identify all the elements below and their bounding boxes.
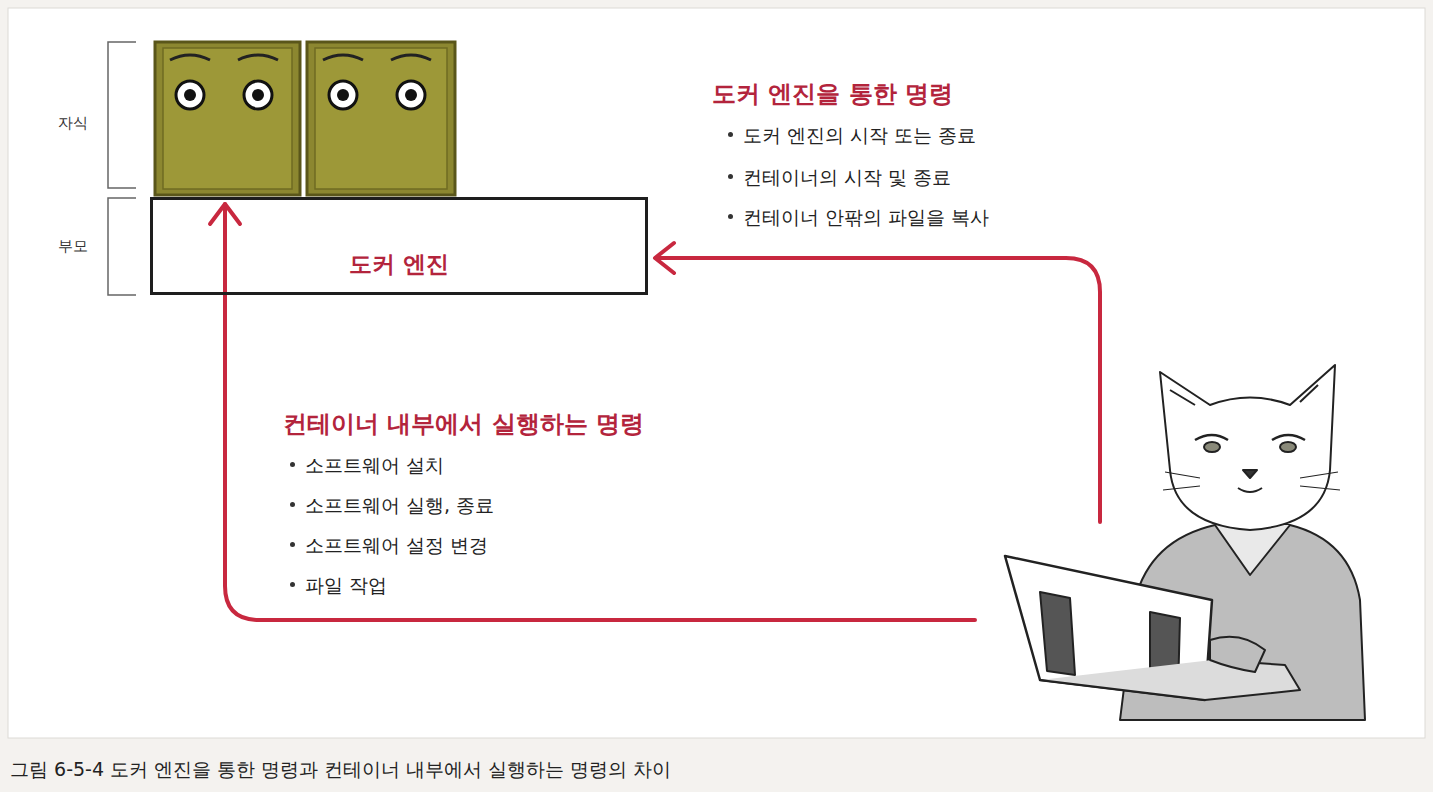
list-text: 소프트웨어 설정 변경 [305, 534, 488, 556]
bracket [108, 42, 136, 295]
bullet-dot [728, 174, 733, 179]
list-text: 컨테이너 안팎의 파일을 복사 [743, 206, 989, 228]
bracket-label: 자식 [58, 114, 88, 133]
bullet-dot [290, 502, 295, 507]
list-text: 컨테이너의 시작 및 종료 [743, 166, 951, 188]
bullet-dot [290, 542, 295, 547]
list-item: 파일 작업 [290, 574, 387, 598]
list-text: 도커 엔진의 시작 또는 종료 [743, 124, 976, 146]
command-arrow [210, 204, 1100, 620]
list-text: 소프트웨어 설치 [305, 454, 444, 476]
figure-caption: 그림 6-5-4 도커 엔진을 통한 명령과 컨테이너 내부에서 실행하는 명령… [10, 758, 671, 782]
container-figure [155, 42, 300, 195]
list-item: 소프트웨어 설치 [290, 454, 444, 478]
list-item: 소프트웨어 설정 변경 [290, 534, 488, 558]
list-text: 소프트웨어 실행, 종료 [305, 494, 494, 516]
list-text: 파일 작업 [305, 574, 387, 596]
cat-illustration [1005, 365, 1365, 720]
bullet-dot [728, 214, 733, 219]
bullet-dot [290, 462, 295, 467]
list-item: 소프트웨어 실행, 종료 [290, 494, 494, 518]
box-label: 도커 엔진 [349, 249, 449, 292]
container-figure [307, 42, 455, 195]
bullet-dot [290, 582, 295, 587]
bracket-label: 부모 [58, 237, 88, 256]
group-heading: 컨테이너 내부에서 실행하는 명령 [283, 409, 644, 439]
group-heading: 도커 엔진을 통한 명령 [712, 79, 953, 109]
list-item: 컨테이너의 시작 및 종료 [728, 166, 951, 190]
figure-frame [8, 8, 1425, 738]
engine-box: 도커 엔진 [150, 197, 648, 295]
bullet-dot [728, 132, 733, 137]
list-item: 도커 엔진의 시작 또는 종료 [728, 124, 976, 148]
list-item: 컨테이너 안팎의 파일을 복사 [728, 206, 989, 230]
